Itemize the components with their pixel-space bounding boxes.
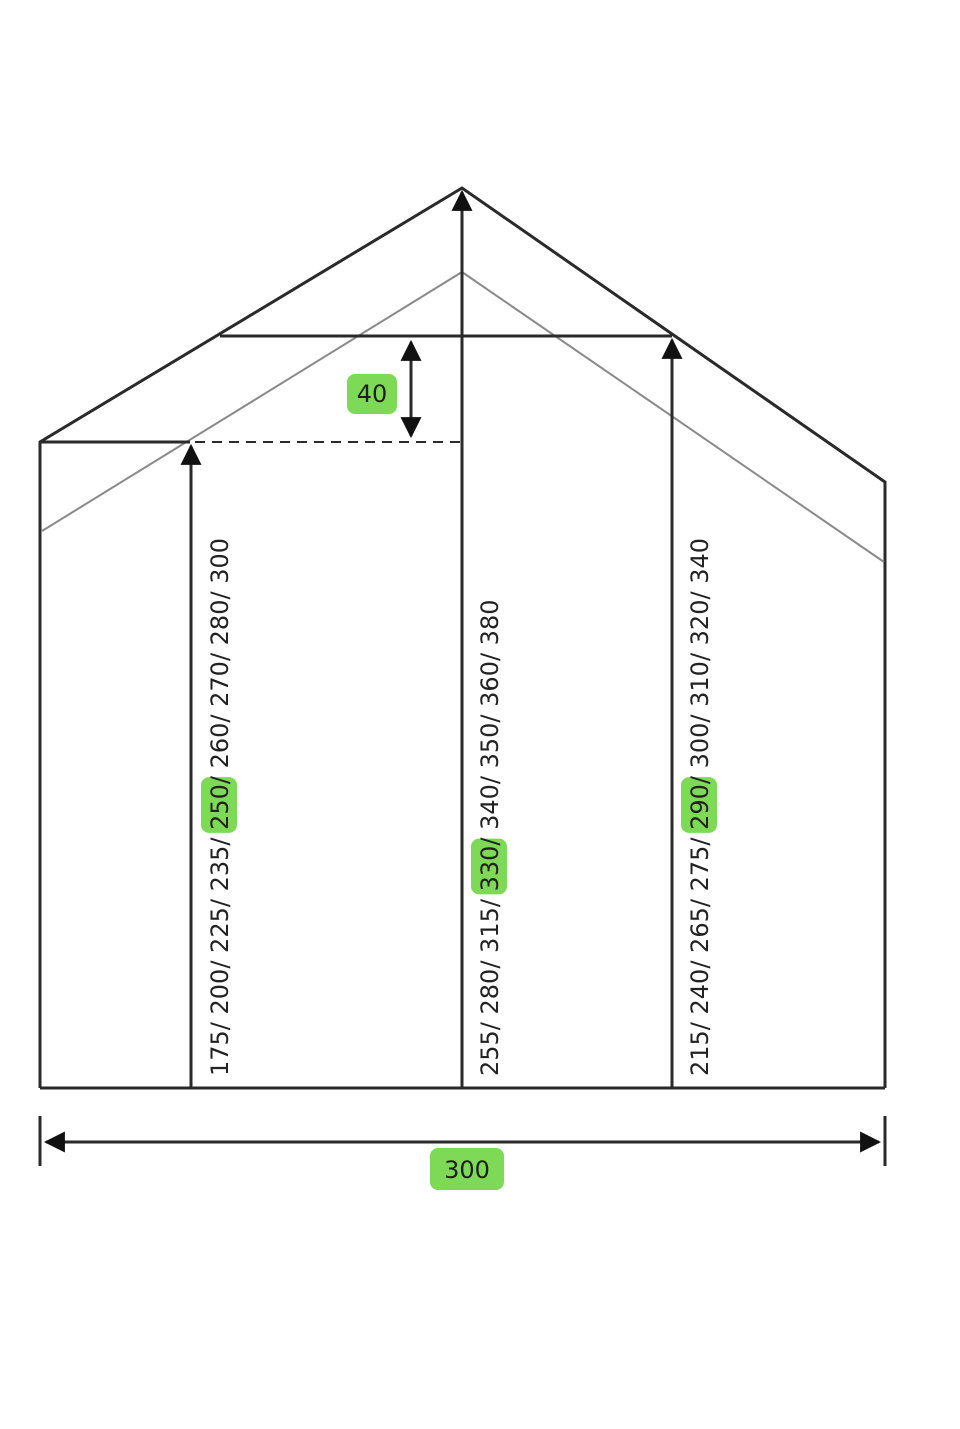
offset-dimension-label: 40 <box>357 380 388 408</box>
center-highlight <box>471 838 507 895</box>
left-height-values-text: 175/ 200/ 225/ 235/ 250/ 260/ 270/ 280/ … <box>206 538 234 1076</box>
right-values-before: 215/ 240/ 265/ 275/ <box>686 830 714 1076</box>
left-values-after: / 260/ 270/ 280/ 300 <box>206 538 234 784</box>
offset-label-highlight <box>347 374 397 414</box>
right-highlight <box>681 777 717 833</box>
outer-outline <box>38 186 887 1088</box>
left-values-before: 175/ 200/ 225/ 235/ <box>206 830 234 1076</box>
right-values-after: / 300/ 310/ 320/ 340 <box>686 538 714 784</box>
center-height-values: 255/ 280/ 315/ 330/ 340/ 350/ 360/ 380 <box>471 600 507 1076</box>
center-height-values-text: 255/ 280/ 315/ 330/ 340/ 350/ 360/ 380 <box>476 600 504 1076</box>
left-values-highlighted: 250 <box>206 784 234 830</box>
left-height-values: 175/ 200/ 225/ 235/ 250/ 260/ 270/ 280/ … <box>201 538 237 1076</box>
center-values-before: 255/ 280/ 315/ <box>476 891 504 1076</box>
width-dimension-label: 300 <box>444 1156 490 1184</box>
center-values-highlighted: 330 <box>476 846 504 892</box>
right-height-values-text: 215/ 240/ 265/ 275/ 290/ 300/ 310/ 320/ … <box>686 538 714 1076</box>
right-height-values: 215/ 240/ 265/ 275/ 290/ 300/ 310/ 320/ … <box>681 538 717 1076</box>
right-values-highlighted: 290 <box>686 784 714 830</box>
width-label-highlight <box>430 1148 504 1190</box>
left-highlight <box>201 777 237 833</box>
center-values-after: / 340/ 350/ 360/ 380 <box>476 600 504 846</box>
